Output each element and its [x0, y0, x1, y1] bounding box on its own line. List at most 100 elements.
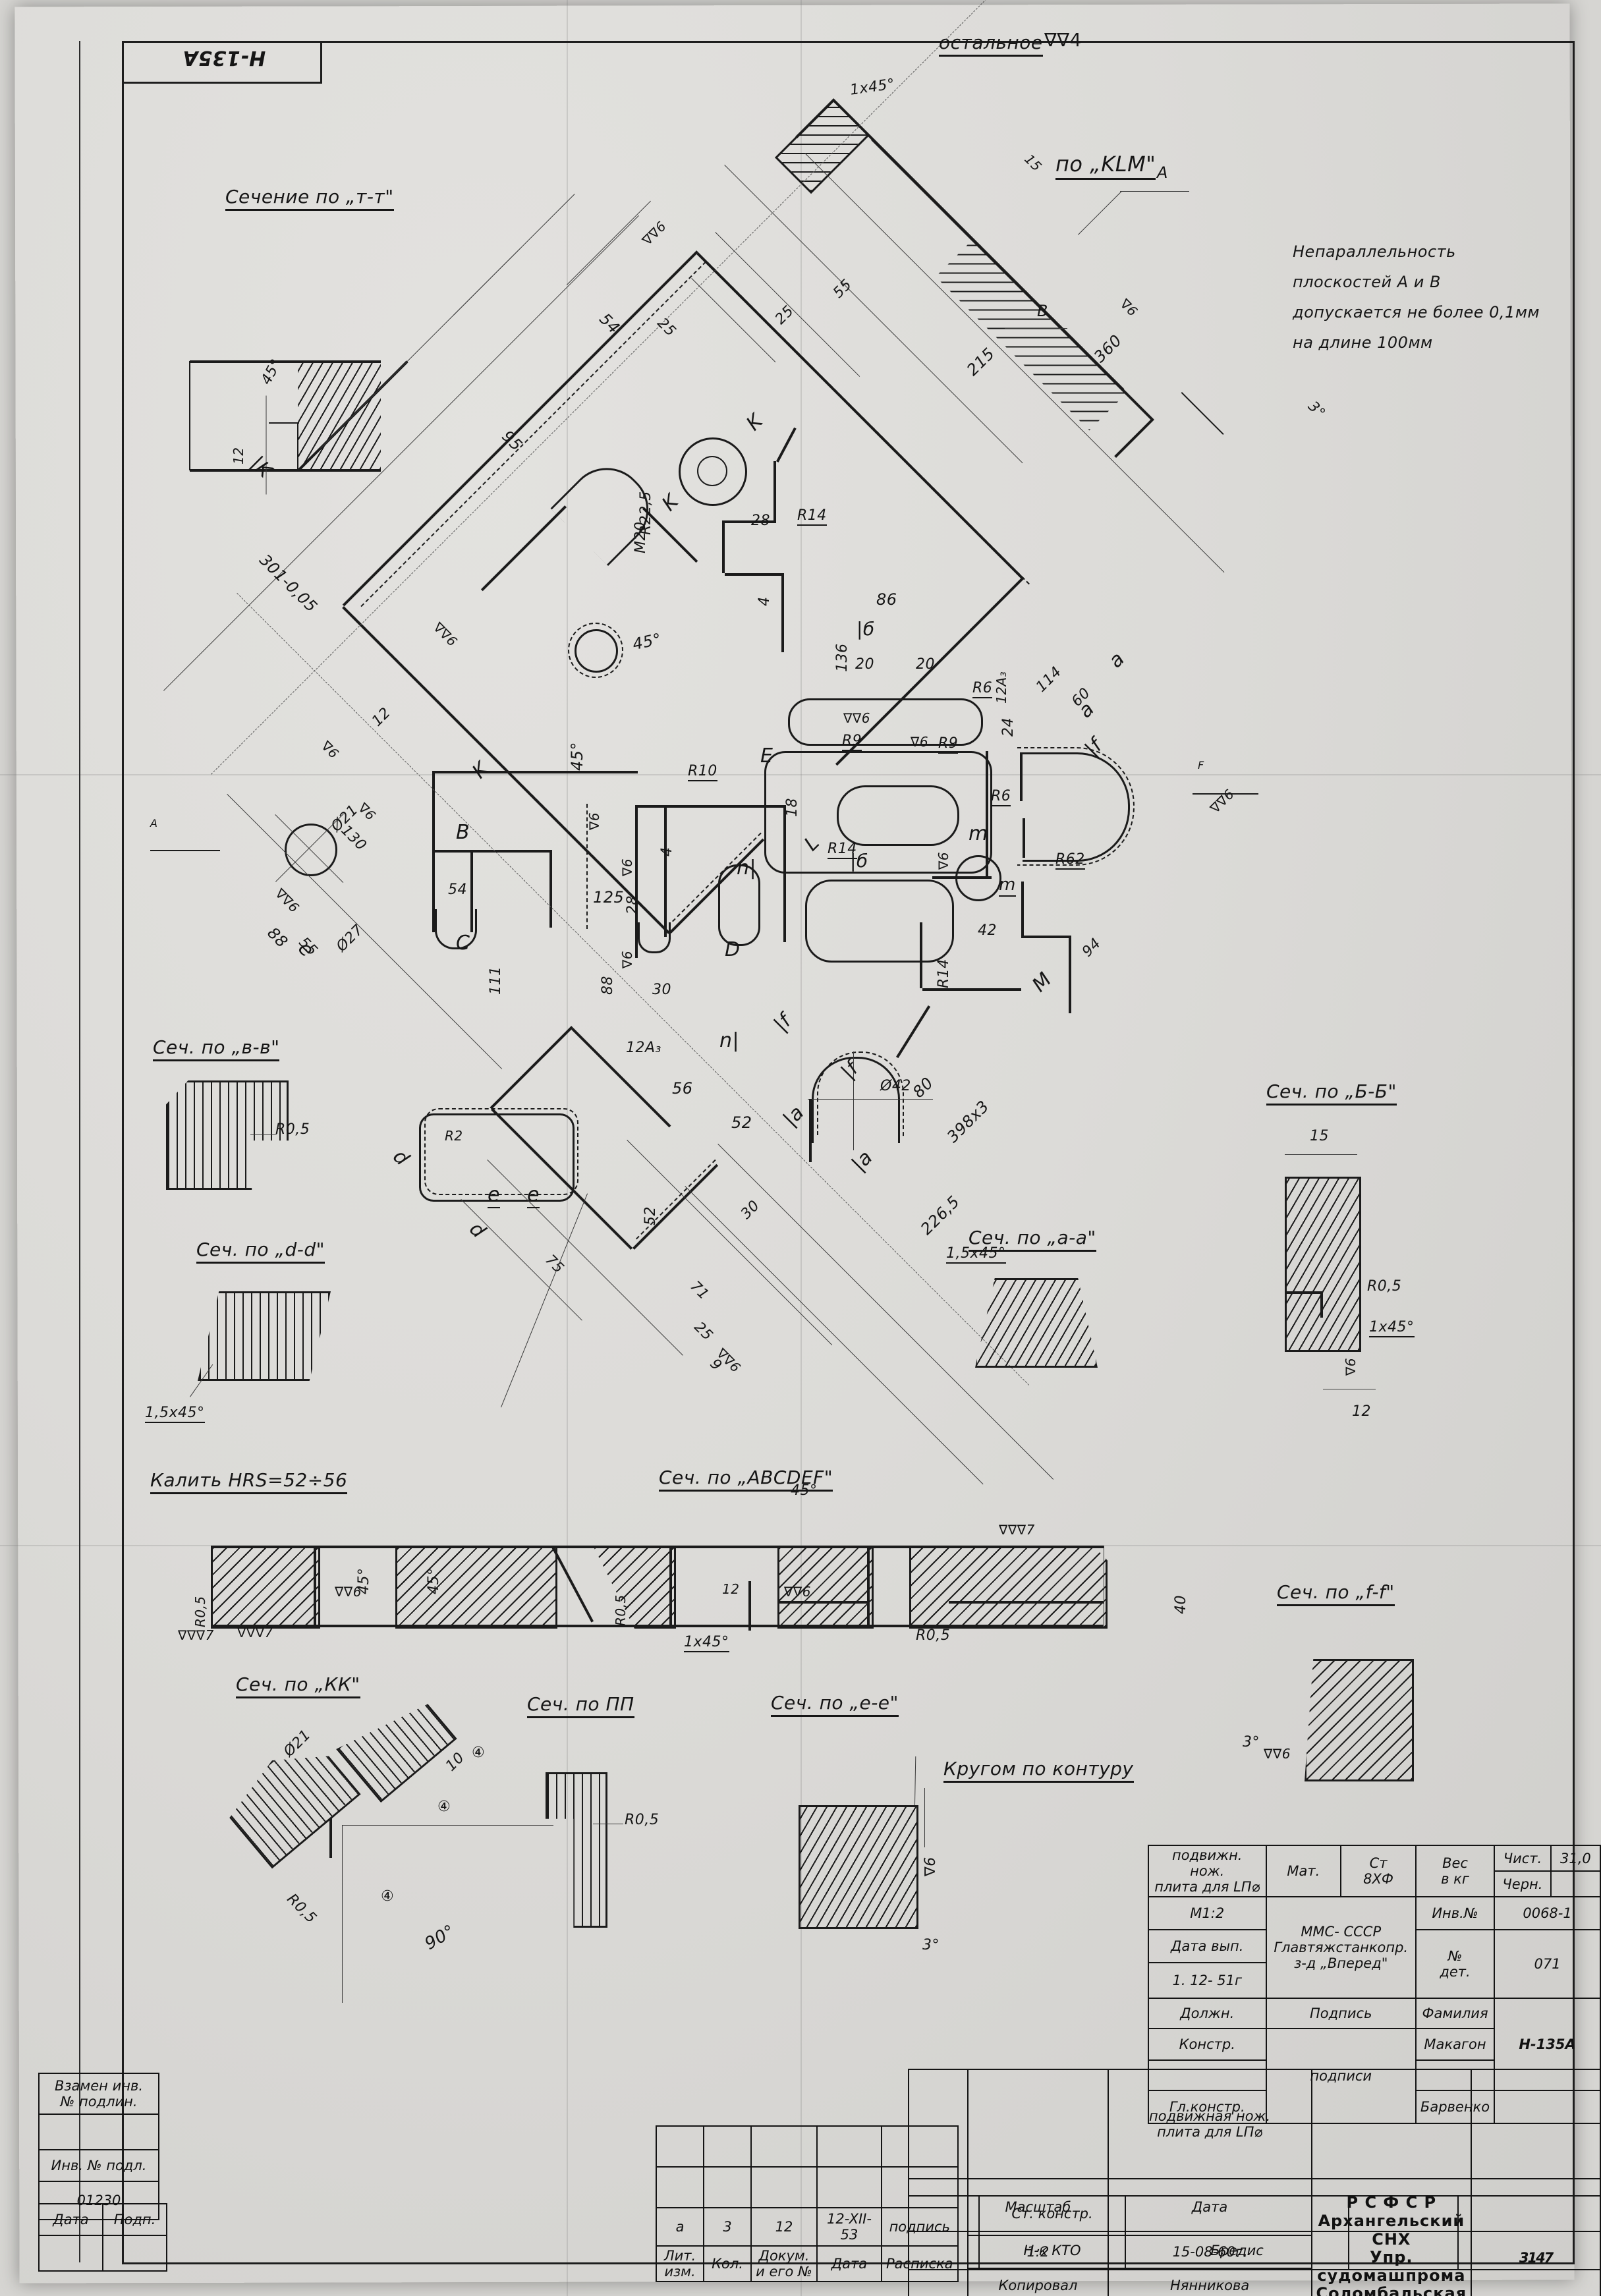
rev-blank-4	[816, 2125, 882, 2168]
dim-1545-dd: 1,5х45°	[145, 1405, 205, 1423]
tb-det-l1: №	[1447, 1948, 1463, 1965]
mid-wall-round	[638, 922, 671, 953]
mtbl-blank-2	[1347, 2195, 1459, 2232]
tb-sign-label: Подпись	[1265, 1998, 1417, 2030]
dim-R05-pp: R0,5	[625, 1812, 660, 1828]
fold-crease	[567, 0, 568, 2296]
dim-26: 28	[625, 895, 641, 914]
m20-thread	[568, 623, 623, 678]
ls-blank	[38, 2114, 159, 2150]
section-b-b-body	[1285, 1177, 1361, 1352]
dim-R62: R62	[1055, 851, 1085, 870]
datum-B-klm: В	[1037, 302, 1048, 320]
finger-1-round	[435, 909, 477, 949]
abcdef-div2	[669, 1546, 672, 1625]
surface-finish-symbol: ∇∇4	[1044, 29, 1082, 51]
surface-mark-6-abcdef-a: ∇∇6	[335, 1584, 362, 1600]
view-title-kk: Сеч. по „КК"	[236, 1673, 360, 1698]
frame-binding-edge	[79, 41, 80, 2262]
view-title-b-b: Сеч. по „Б-Б"	[1266, 1080, 1397, 1106]
tb-weight-l2: в кг	[1441, 1871, 1469, 1888]
dim-R05-bb: R0,5	[1367, 1278, 1402, 1295]
tt-outline	[189, 361, 190, 470]
dim-20a: 20	[855, 656, 874, 673]
surface-mark-6-bb: ∇6	[1343, 1357, 1359, 1376]
tt-outline	[190, 360, 381, 363]
pocket-v2	[773, 461, 776, 520]
surface-mark-7-abcdef: ∇∇∇7	[237, 1625, 273, 1640]
frame-left	[122, 41, 124, 2262]
rev-blank-10	[881, 2166, 959, 2208]
pocket-upper-edge	[435, 771, 638, 773]
view-title-klm: по „KLM"	[1055, 152, 1156, 180]
view-title-d-d: Сеч. по „d-d"	[196, 1239, 325, 1264]
kk-angle-line-v	[342, 1825, 343, 2003]
surface-mark-6-i: ∇6	[619, 950, 635, 968]
surface-mark-6-h: ∇6	[619, 858, 635, 876]
tb-material-value: Ст 8ХФ	[1340, 1844, 1417, 1898]
slot-upper	[788, 698, 983, 746]
parallelism-line-4: на длине 100мм	[1293, 333, 1433, 352]
mtb-blank-2	[967, 2069, 1109, 2179]
k-hole-inner	[697, 456, 727, 486]
surface-mark-6-g: ∇6	[936, 851, 951, 870]
tb-org-l1: ММС- СССР	[1301, 1924, 1382, 1940]
datum-F-bar	[1193, 793, 1258, 795]
fold-crease	[0, 774, 1601, 775]
surface-mark-7-abcdef-c: ∇∇∇7	[178, 1627, 214, 1643]
bb-step-v	[1320, 1291, 1323, 1318]
tb-org: ММС- СССР Главтяжстанкопр. з-д „Вперед"	[1265, 1896, 1417, 2000]
mtbl-senior-label: Ст. констр.	[978, 2195, 1127, 2232]
dim-111: 111	[488, 966, 504, 995]
view-title-abcdef: Сеч. по „ABCDEF"	[659, 1467, 833, 1492]
mtb-copied-name: Нянникова	[1107, 2268, 1312, 2296]
datum-C-main: C	[456, 932, 470, 955]
tt-step	[269, 422, 299, 424]
datum-e-a: e	[488, 1183, 500, 1208]
mtb-blank-4	[1471, 2069, 1601, 2179]
mtb-part-title: подвижная нож. плита для LП⌀	[1107, 2069, 1312, 2179]
mtb-org-l4: Соломбальская	[1316, 2284, 1467, 2296]
dim-R05-abcdef-a: R0,5	[192, 1596, 208, 1627]
datum-m-b: m	[999, 875, 1016, 897]
dim-R225: R22,5	[638, 491, 654, 535]
datum-e-b: e	[527, 1183, 540, 1208]
mtbl-blank-5	[1347, 2231, 1459, 2270]
datum-D-main: D	[725, 938, 741, 961]
rev-value-kol: 3	[703, 2207, 752, 2247]
rev-blank-2	[703, 2125, 752, 2168]
oval-slot	[718, 864, 760, 946]
datum-A-bar	[150, 850, 220, 851]
dim-42: 42	[978, 922, 997, 939]
dim-1x45-abcdef: 1х45°	[684, 1634, 729, 1652]
tb-det-label: № дет.	[1415, 1929, 1496, 2000]
dim-R14-c: R14	[936, 959, 952, 988]
dim-18: 18	[784, 798, 800, 817]
datum-m-a: m	[969, 822, 988, 845]
angle-3-ff: 3°	[1243, 1734, 1260, 1750]
dim-24: 24	[1000, 717, 1017, 737]
k-hole-outer	[679, 437, 747, 506]
phi42-centerline	[808, 1099, 933, 1100]
e-pocket	[419, 1113, 575, 1202]
corner-box-right	[320, 41, 322, 82]
frame-right	[1573, 41, 1575, 2262]
rev-blank-6	[656, 2166, 704, 2208]
datum-A-leader	[1120, 191, 1189, 192]
tb-part-name-l1: подвижн. нож.	[1172, 1847, 1243, 1880]
pocket-frame	[764, 751, 992, 874]
e-pocket-hidden	[424, 1108, 578, 1195]
ls-sign-value	[102, 2235, 167, 2272]
datum-F-main: F	[1198, 759, 1204, 771]
tb-part-name: подвижн. нож. плита для LП⌀	[1148, 1844, 1267, 1898]
section-d-d-body	[198, 1291, 331, 1381]
fold-crease	[800, 0, 802, 2296]
rev-header-doc: Докум. и его №	[750, 2245, 818, 2283]
dim-R05-vv: R0,5	[275, 1121, 310, 1138]
dim-12A3-a: 12А₃	[626, 1040, 661, 1056]
abcdef-seg4	[777, 1546, 874, 1629]
tb-org-l3: з-д „Вперед"	[1294, 1955, 1388, 1972]
dim-136: 136	[834, 643, 851, 673]
step-v3	[1069, 936, 1071, 1013]
datum-E-main: E	[760, 744, 773, 768]
